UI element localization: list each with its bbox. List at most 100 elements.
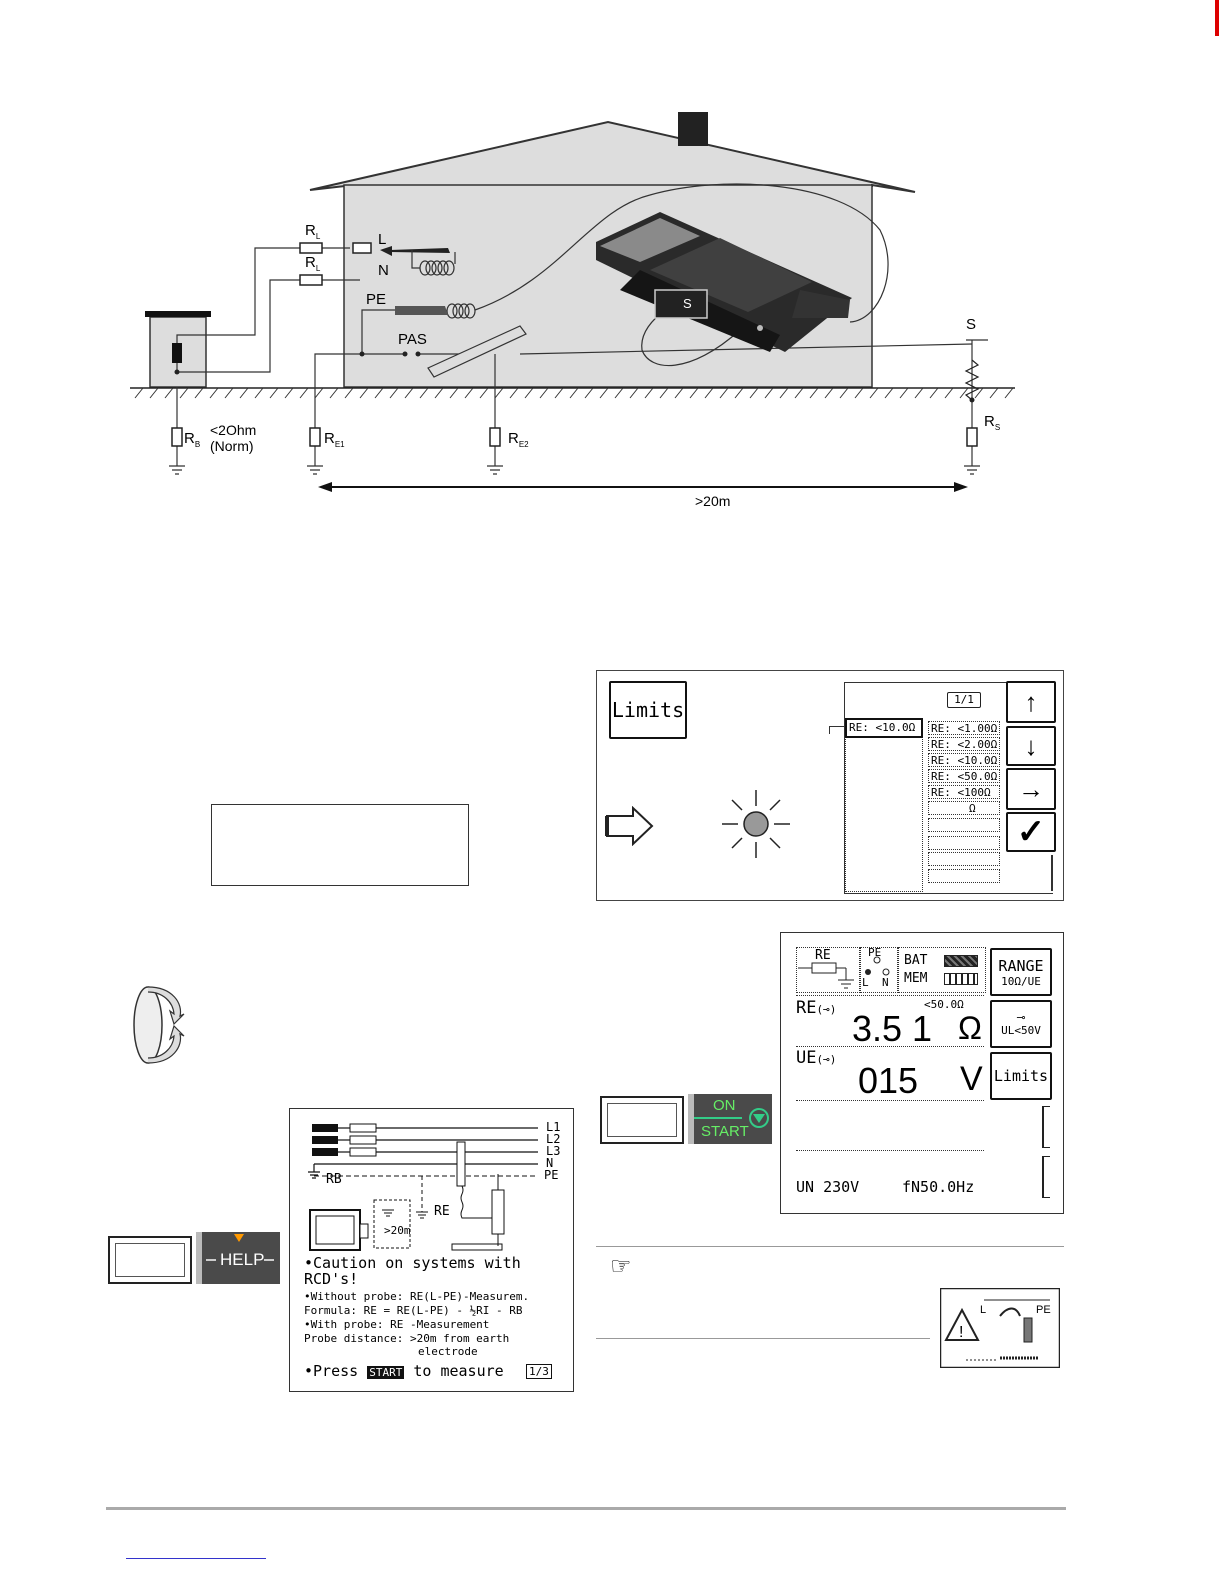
limit-option-empty[interactable] bbox=[928, 869, 1000, 883]
label-distance: >20m bbox=[695, 493, 731, 509]
limits-selected-column bbox=[845, 718, 923, 892]
earthing-diagram bbox=[130, 112, 1015, 492]
help-l2: L2 bbox=[546, 1132, 561, 1146]
limits-button-label: Limits bbox=[993, 1067, 1049, 1085]
limit-option[interactable]: RE: <100Ω bbox=[928, 785, 1000, 799]
help-label: HELP bbox=[220, 1250, 265, 1269]
connection-box bbox=[860, 947, 898, 993]
blank-text-box bbox=[211, 804, 469, 886]
limit-option[interactable]: RE: <2.00Ω bbox=[928, 737, 1000, 751]
l-label: L bbox=[862, 976, 869, 989]
separator bbox=[796, 1046, 984, 1047]
ue-value: 015 bbox=[858, 1060, 919, 1101]
limits-pointer-line bbox=[829, 726, 845, 727]
separator bbox=[796, 1100, 984, 1101]
label-pe: PE bbox=[366, 291, 387, 308]
scroll-up-button[interactable]: ↑ bbox=[1006, 681, 1056, 723]
pointing-hand-icon: ☞ bbox=[610, 1253, 632, 1280]
on-label: ON bbox=[713, 1097, 736, 1114]
nominal-voltage: UN 230V bbox=[796, 1178, 860, 1196]
footer-rule bbox=[106, 1507, 1066, 1510]
warning-l-label: L bbox=[980, 1304, 987, 1316]
page-edge-mark bbox=[1215, 0, 1219, 36]
ul-label: UL<50V bbox=[1001, 1024, 1041, 1037]
limit-option-custom[interactable]: Ω bbox=[928, 801, 1000, 815]
help-line8: •Press START to measure bbox=[304, 1362, 504, 1380]
label-rb: RB bbox=[184, 430, 201, 449]
label-re2: RE2 bbox=[508, 430, 529, 449]
re-value: 3.5 1 bbox=[852, 1008, 933, 1049]
ue-unit: V bbox=[960, 1060, 983, 1098]
label-rs: RS bbox=[984, 413, 1001, 432]
label-re1: RE1 bbox=[324, 430, 345, 449]
limits-title-label: Limits bbox=[611, 698, 685, 722]
warning-icon: ! bbox=[940, 1288, 1060, 1368]
memory-label: MEM bbox=[904, 971, 928, 986]
mode-label: RE bbox=[815, 948, 831, 963]
label-l: L bbox=[378, 231, 387, 248]
bracket bbox=[1042, 1106, 1050, 1148]
note-rule-top bbox=[596, 1246, 1064, 1247]
label-n: N bbox=[378, 262, 389, 279]
help-line1: •Caution on systems with bbox=[304, 1254, 521, 1272]
on-start-key[interactable]: ON START bbox=[688, 1094, 772, 1144]
limits-selected-value[interactable]: RE: <10.0Ω bbox=[845, 718, 923, 738]
label-rl1: RL bbox=[305, 222, 321, 241]
resistor-ground-icon bbox=[798, 962, 854, 989]
arrow-right-outline-icon bbox=[605, 806, 654, 846]
help-wiring-diagram bbox=[308, 1123, 538, 1251]
help-distance: >20m bbox=[384, 1224, 411, 1237]
help-l1: L1 bbox=[546, 1120, 561, 1134]
limit-option[interactable]: RE: <50.0Ω bbox=[928, 769, 1000, 783]
blank-key[interactable] bbox=[600, 1096, 684, 1144]
help-page-indicator: 1/3 bbox=[526, 1364, 552, 1379]
nominal-frequency: fN50.0Hz bbox=[902, 1178, 975, 1196]
limit-option[interactable]: RE: <10.0Ω bbox=[928, 753, 1000, 767]
limits-title-button[interactable]: Limits bbox=[609, 681, 687, 739]
status-box bbox=[898, 947, 986, 993]
footer-link-underline[interactable] bbox=[126, 1558, 266, 1559]
help-line3: •Without probe: RE(L-PE)-Measurem. bbox=[304, 1290, 530, 1303]
blank-key-help[interactable] bbox=[108, 1236, 192, 1284]
note-rule-bottom bbox=[596, 1338, 930, 1339]
select-right-button[interactable]: → bbox=[1006, 768, 1056, 810]
help-n: N bbox=[546, 1156, 554, 1170]
label-rb-note: <2Ohm(Norm) bbox=[210, 422, 257, 454]
limit-option-empty[interactable] bbox=[928, 852, 1000, 866]
separator bbox=[796, 1150, 984, 1151]
separator bbox=[796, 995, 984, 996]
help-pe: PE bbox=[544, 1168, 559, 1182]
help-line7: electrode bbox=[418, 1345, 478, 1358]
rotary-switch-icon bbox=[133, 986, 185, 1064]
svg-text:!: ! bbox=[959, 1324, 963, 1341]
limit-option-empty[interactable] bbox=[928, 818, 1000, 832]
label-rl2: RL bbox=[305, 254, 321, 273]
limits-screen bbox=[596, 670, 1064, 901]
scroll-down-button[interactable]: ↓ bbox=[1006, 726, 1056, 766]
start-arrow-icon bbox=[749, 1108, 769, 1128]
memory-icon bbox=[944, 973, 978, 985]
start-badge: START bbox=[367, 1366, 405, 1379]
limits-scroll-bar bbox=[1051, 855, 1053, 891]
limit-option-empty[interactable] bbox=[928, 836, 1000, 850]
label-s: S bbox=[966, 316, 977, 333]
limit-option[interactable]: RE: <1.00Ω bbox=[928, 721, 1000, 735]
limits-button[interactable]: Limits bbox=[990, 1052, 1052, 1100]
help-rb: RB bbox=[326, 1172, 342, 1187]
range-value: 10Ω/UE bbox=[1001, 974, 1041, 988]
n-label: N bbox=[882, 976, 889, 989]
range-button[interactable]: RANGE 10Ω/UE bbox=[990, 948, 1052, 996]
probe-icon: ⊸ bbox=[1016, 1012, 1026, 1024]
help-line5: •With probe: RE -Measurement bbox=[304, 1318, 490, 1331]
confirm-button[interactable]: ✓ bbox=[1006, 812, 1056, 852]
device-selector-label: S bbox=[683, 296, 692, 311]
pe-label: PE bbox=[868, 946, 882, 959]
help-key[interactable]: HELP bbox=[196, 1232, 280, 1284]
limit-value: <50.0Ω bbox=[924, 998, 964, 1011]
connection-status-icon bbox=[865, 956, 890, 976]
help-line2: RCD's! bbox=[304, 1270, 359, 1288]
range-label: RANGE bbox=[998, 956, 1044, 975]
touch-limit-button[interactable]: ⊸ UL<50V bbox=[990, 1000, 1052, 1048]
help-re: RE bbox=[434, 1204, 450, 1219]
limits-pointer-line-v bbox=[829, 726, 830, 734]
